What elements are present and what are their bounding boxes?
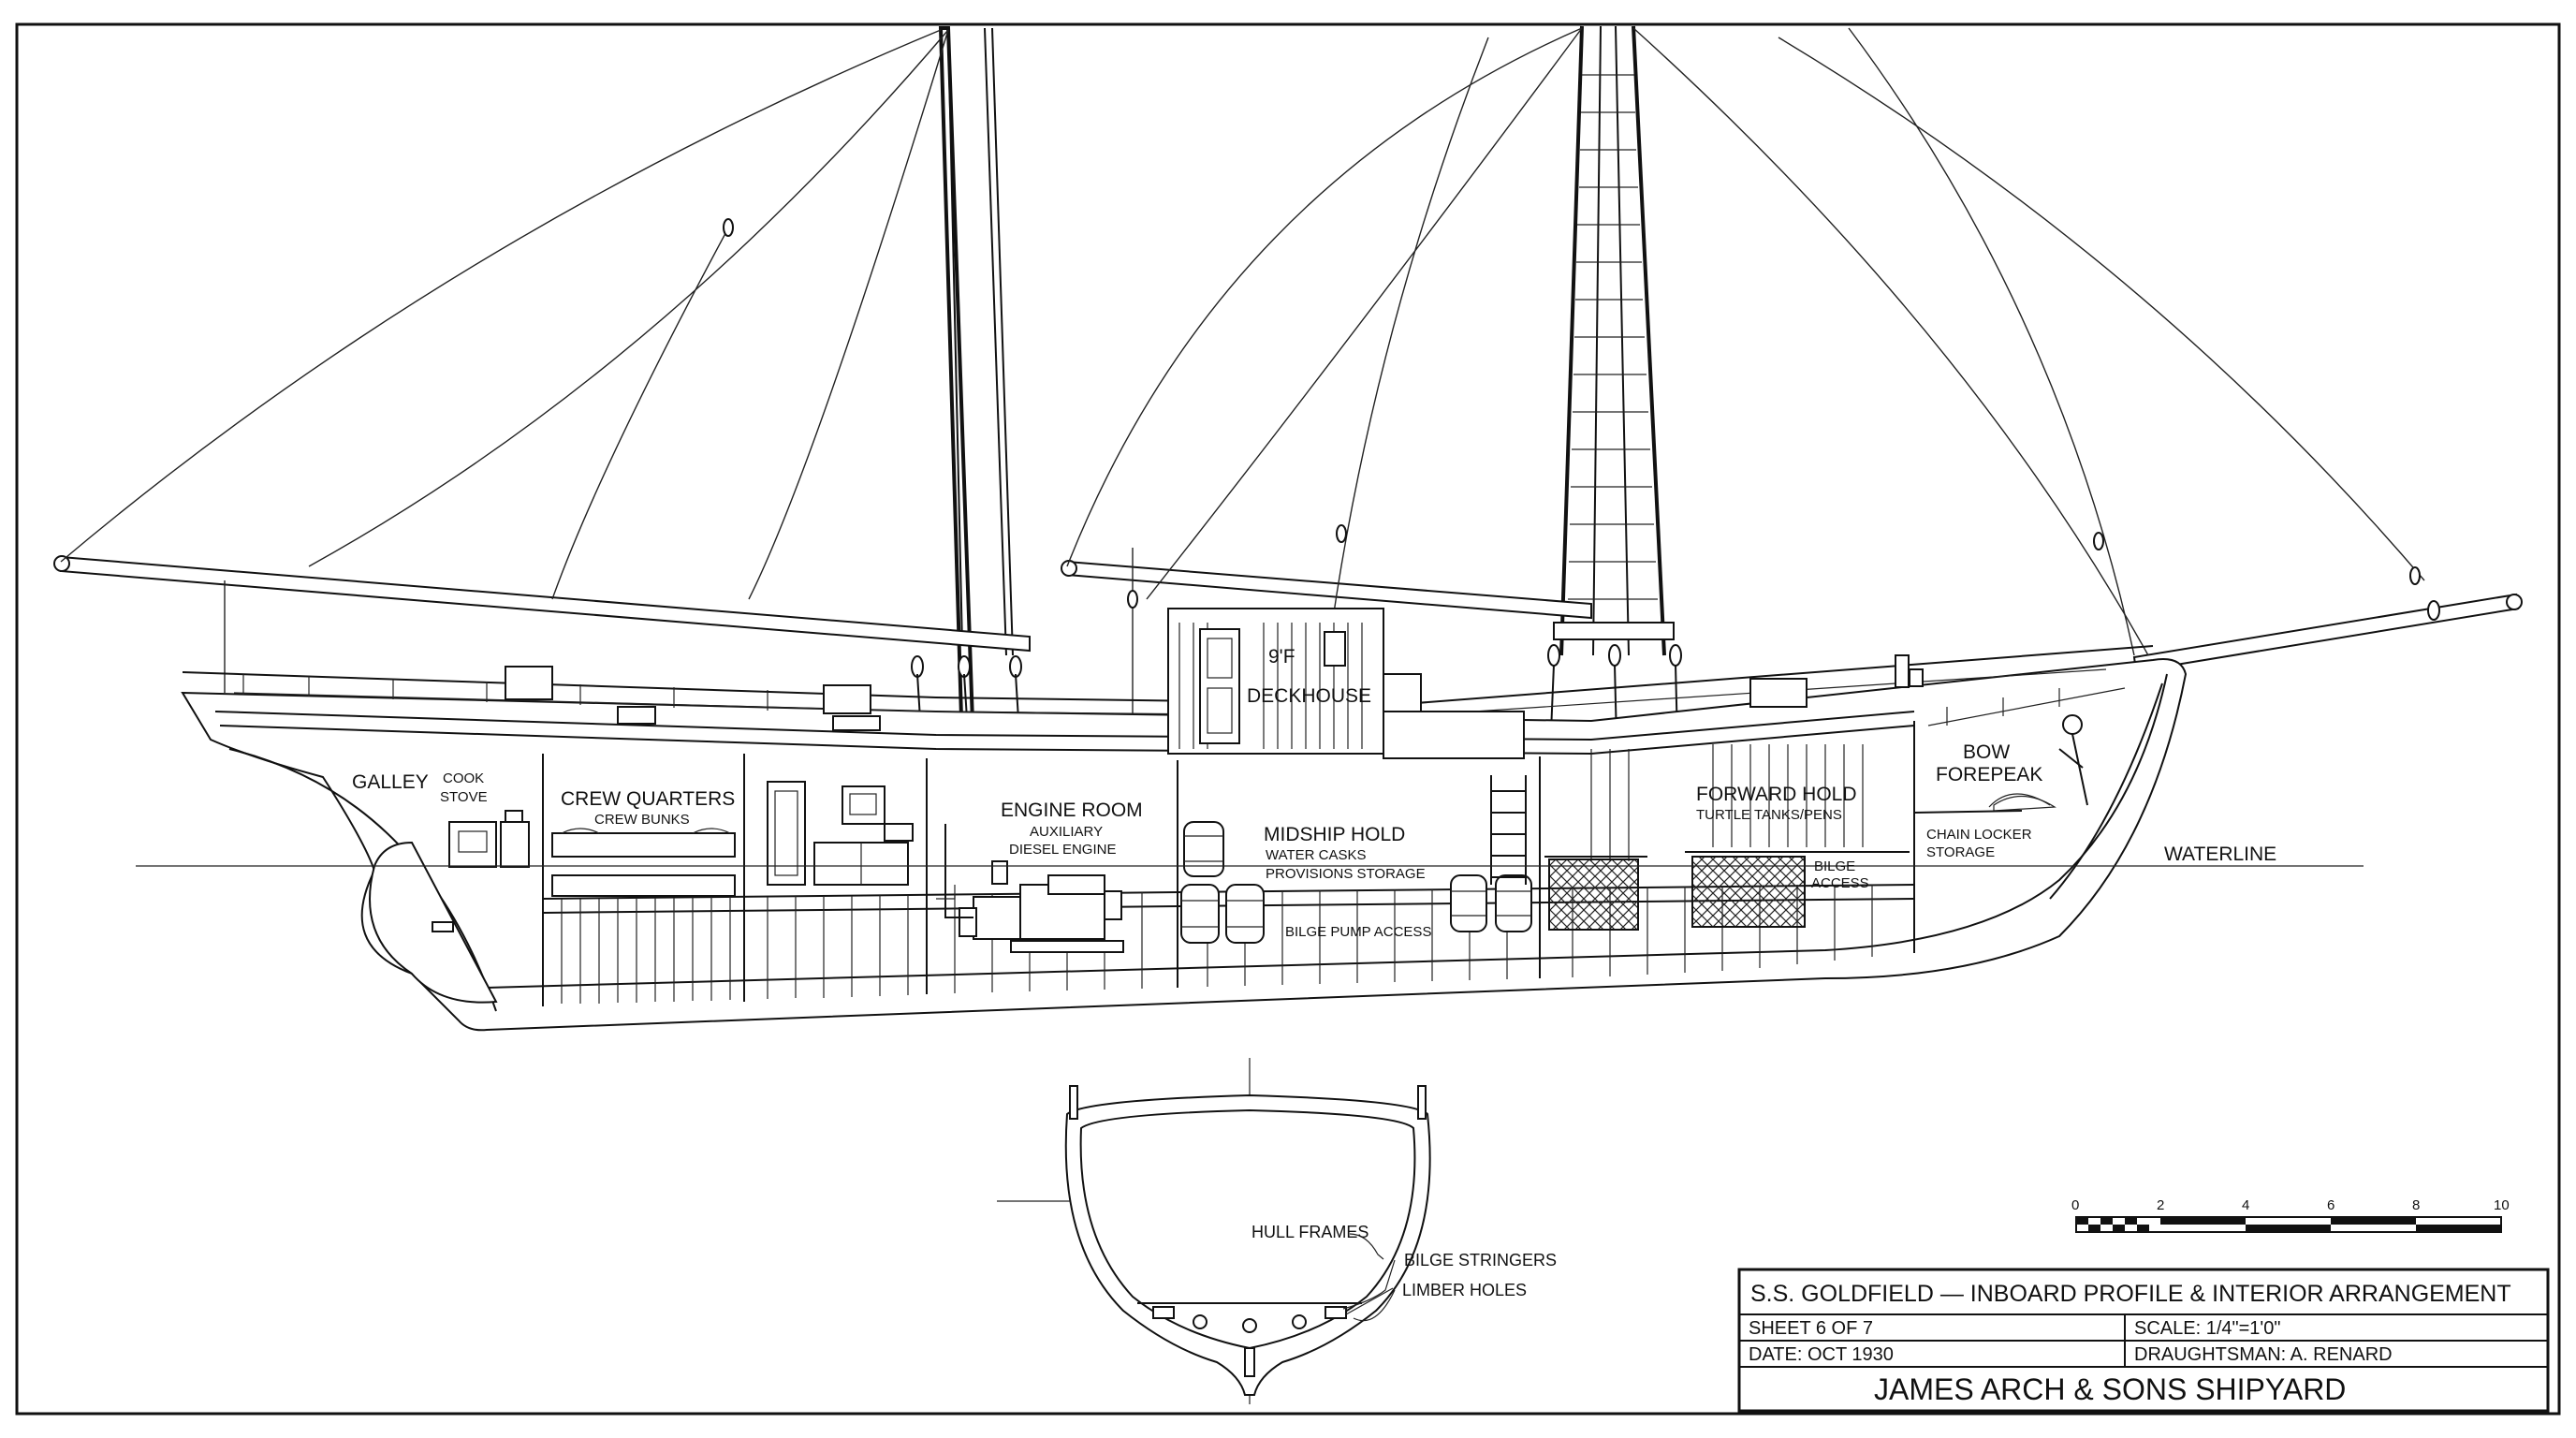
cross-section: HULL FRAMES BILGE STRINGERS LIMBER HOLES [997,1058,1557,1404]
scale-bar: 0 2 4 6 8 10 [2071,1197,2510,1233]
galley-label: GALLEY [352,771,429,793]
fore-mast [1553,25,1675,656]
rigging [53,25,2523,778]
crew-quarters-label: CREW QUARTERS [561,788,735,810]
turtle-tanks-label: TURTLE TANKS/PENS [1696,807,1842,823]
fore-boom [1061,560,1592,620]
crew-bunks-label: CREW BUNKS [594,812,690,828]
scale-tick-10: 10 [2494,1197,2510,1213]
chain-locker-label: CHAIN LOCKER [1926,827,2032,843]
scale-tick-2: 2 [2157,1197,2164,1213]
bilge-stringers-label: BILGE STRINGERS [1404,1251,1557,1269]
scale-tick-6: 6 [2327,1197,2334,1213]
scale-tick-4: 4 [2242,1197,2249,1213]
interior [448,721,2051,1006]
draughtsman: DRAUGHTSMAN: A. RENARD [2134,1344,2393,1365]
midship-hold-label: MIDSHIP HOLD [1264,824,1405,845]
engine-room-label: ENGINE ROOM [1001,800,1143,821]
title-block: S.S. GOLDFIELD — INBOARD PROFILE & INTER… [1737,1268,2550,1413]
bow-label: BOW [1963,741,2010,763]
limber-holes-label: LIMBER HOLES [1402,1281,1527,1299]
deckhouse-temp-label: 9'F [1268,646,1295,668]
stove-label: STOVE [440,789,488,805]
bilge-label: BILGE [1814,858,1855,874]
bowsprit [2132,593,2523,673]
auxiliary-label: AUXILIARY [1030,824,1103,840]
cook-label: COOK [443,770,484,786]
forward-hold-label: FORWARD HOLD [1696,784,1857,805]
scale-tick-8: 8 [2412,1197,2420,1213]
main-boom [53,555,1031,653]
scale-tick-0: 0 [2071,1197,2079,1213]
drawing-scale: SCALE: 1/4"=1'0" [2134,1318,2280,1339]
water-casks-label: WATER CASKS [1266,847,1367,863]
sheet-border [15,22,2561,1416]
diesel-engine [936,824,1124,953]
compartment-labels: GALLEY COOK STOVE CREW QUARTERS CREW BUN… [352,741,2276,940]
provisions-storage-label: PROVISIONS STORAGE [1266,866,1426,882]
waterline-label: WATERLINE [2164,844,2276,865]
deckhouse-label: DECKHOUSE [1247,685,1371,707]
shipyard-name: JAMES ARCH & SONS SHIPYARD [1874,1372,2346,1406]
sheet-number: SHEET 6 OF 7 [1749,1318,1873,1339]
forepeak-label: FOREPEAK [1936,764,2042,785]
drawing-date: DATE: OCT 1930 [1749,1344,1894,1365]
hull-frames-label: HULL FRAMES [1251,1223,1368,1241]
deckhouse: 9'F DECKHOUSE [1167,608,1525,759]
access-label: ACCESS [1811,875,1869,891]
diesel-engine-label: DIESEL ENGINE [1009,842,1116,858]
chain-storage-label: STORAGE [1926,844,1995,860]
water-casks [1180,821,1532,944]
bilge-pump-access-label: BILGE PUMP ACCESS [1285,924,1431,940]
drawing-title: S.S. GOLDFIELD — INBOARD PROFILE & INTER… [1750,1281,2511,1307]
